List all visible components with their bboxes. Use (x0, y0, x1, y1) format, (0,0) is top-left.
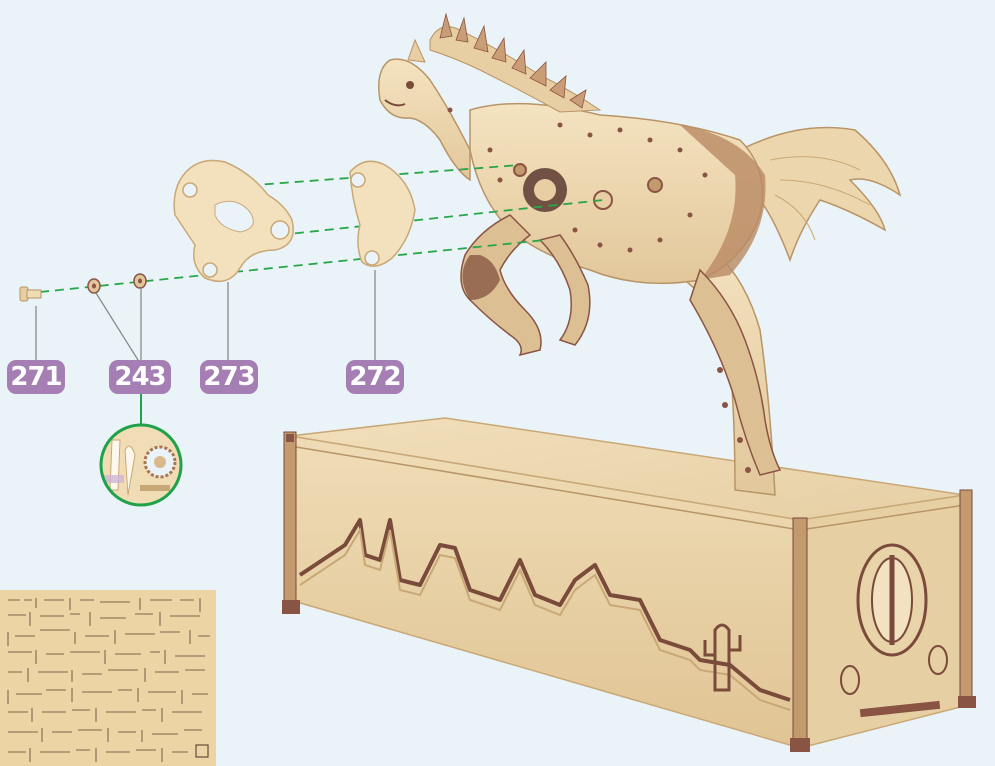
part-271-pin (20, 287, 41, 301)
part-label-272: 272 (346, 360, 404, 394)
part-label-243: 243 (109, 360, 171, 394)
part-sheet-zoom-callout (100, 425, 182, 507)
base-box (282, 418, 976, 752)
horse-body (379, 14, 900, 475)
plywood-sheet-thumbnail (0, 590, 216, 766)
part-label-271: 271 (7, 360, 65, 394)
part-label-273: 273 (200, 360, 258, 394)
part-leader-lines (36, 270, 375, 426)
